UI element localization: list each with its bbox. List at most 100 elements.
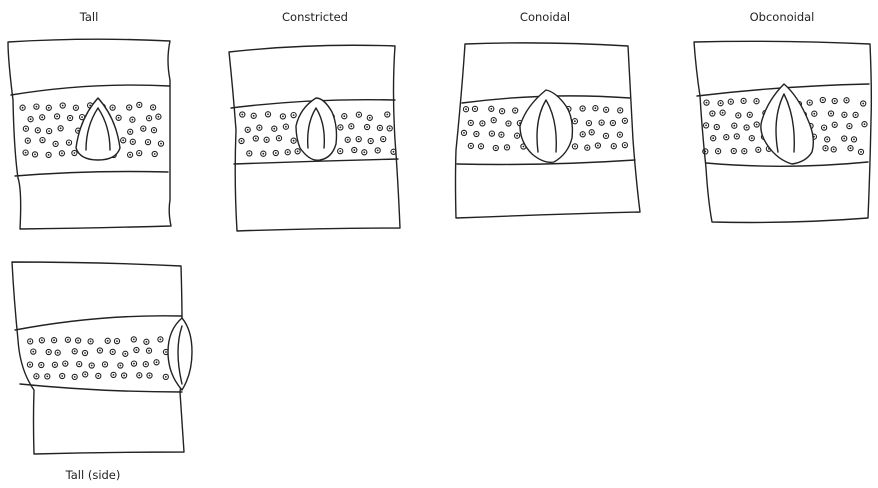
panel-obconoidal-dots-center-22 bbox=[830, 113, 832, 115]
panel-conoidal-dots-center-3 bbox=[501, 110, 503, 112]
label-tall: Tall bbox=[80, 12, 99, 24]
panel-tall-dots-center-1 bbox=[36, 106, 38, 108]
panel-constricted-dots-center-36 bbox=[248, 153, 250, 155]
panel-tall-side-dots-center-43 bbox=[165, 376, 167, 378]
panel-constricted-dots-center-27 bbox=[278, 137, 280, 139]
panel-tall-dots-center-24 bbox=[48, 130, 50, 132]
panel-constricted-dots-center-11 bbox=[386, 114, 388, 116]
panel-constricted-dots-center-39 bbox=[287, 151, 289, 153]
panel-conoidal bbox=[456, 43, 641, 218]
panel-constricted-dots-center-21 bbox=[366, 126, 368, 128]
panel-obconoidal-dots-center-52 bbox=[733, 150, 735, 152]
panel-tall-dots-center-41 bbox=[132, 141, 134, 143]
panel-tall-dots-center-22 bbox=[25, 128, 27, 130]
panel-tall-side-dots-center-34 bbox=[46, 376, 48, 378]
panel-obconoidal-dots-center-15 bbox=[737, 115, 739, 117]
panel-tall-side-dots-center-26 bbox=[78, 363, 80, 365]
panel-conoidal-dots-center-12 bbox=[619, 110, 621, 112]
panel-obconoidal-dots-center-62 bbox=[860, 151, 862, 153]
panel-obconoidal-dots-center-9 bbox=[822, 99, 824, 101]
panel-constricted-dots-center-10 bbox=[369, 117, 371, 119]
panel-constricted-dots-center-8 bbox=[343, 115, 345, 117]
panel-obconoidal-dots-center-49 bbox=[853, 139, 855, 141]
panel-tall-dots-center-4 bbox=[75, 107, 77, 109]
panel-obconoidal bbox=[694, 41, 871, 222]
panel-tall-dots-center-18 bbox=[118, 117, 120, 119]
panel-constricted-dots-center-24 bbox=[241, 140, 243, 142]
panel-obconoidal-dots-center-21 bbox=[813, 113, 815, 115]
panel-tall-side-dots-center-4 bbox=[77, 340, 79, 342]
panel-obconoidal-dots-center-12 bbox=[862, 103, 864, 105]
panel-tall-dots-center-35 bbox=[55, 143, 57, 145]
panel-tall-side-dots-center-38 bbox=[97, 375, 99, 377]
panel-tall-side-dots-center-20 bbox=[148, 350, 150, 352]
panel-conoidal-dots-center-38 bbox=[619, 134, 621, 136]
panel-obconoidal-dots-center-53 bbox=[743, 150, 745, 152]
panel-conoidal-dots-center-21 bbox=[574, 120, 576, 122]
panel-tall-dots-center-31 bbox=[142, 128, 144, 130]
panel-obconoidal-dots-center-2 bbox=[730, 101, 732, 103]
panel-conoidal-dots-center-50 bbox=[613, 145, 615, 147]
panel-conoidal-dots-center-36 bbox=[591, 131, 593, 133]
label-obconoidal: Obconoidal bbox=[750, 12, 815, 24]
panel-conoidal-dots-center-26 bbox=[463, 132, 465, 134]
panel-tall bbox=[8, 39, 171, 229]
panel-tall-side-dots-center-14 bbox=[74, 350, 76, 352]
panel-conoidal-dots-center-14 bbox=[482, 123, 484, 125]
panel-tall-dots-center-25 bbox=[60, 127, 62, 129]
panel-tall-dots-center-52 bbox=[129, 154, 131, 156]
panel-conoidal-dots-center-22 bbox=[588, 122, 590, 124]
panel-tall-side-dots-center-5 bbox=[90, 341, 92, 343]
panel-constricted-dots-center-38 bbox=[275, 152, 277, 154]
panel-tall-dots-center-44 bbox=[25, 152, 27, 154]
panel-obconoidal-dots-center-16 bbox=[749, 114, 751, 116]
label-conoidal: Conoidal bbox=[520, 12, 570, 24]
panel-tall-dots-center-14 bbox=[69, 117, 71, 119]
panel-constricted-dots-center-46 bbox=[377, 150, 379, 152]
panel-obconoidal-dots-center-41 bbox=[751, 137, 753, 139]
panel-tall-side-dots-center-29 bbox=[120, 365, 122, 367]
panel-conoidal-dots-center-15 bbox=[493, 119, 495, 121]
panel-obconoidal-dots-center-48 bbox=[843, 138, 845, 140]
panel-conoidal-dots-center-24 bbox=[612, 122, 614, 124]
panel-tall-dots-center-53 bbox=[138, 152, 140, 154]
panel-tall-dots-center-34 bbox=[42, 139, 44, 141]
panel-obconoidal-dots-center-39 bbox=[725, 136, 727, 138]
panel-obconoidal-dots-center-4 bbox=[756, 100, 758, 102]
panel-tall-side-dots-center-13 bbox=[57, 352, 59, 354]
panel-conoidal-dots-center-47 bbox=[574, 146, 576, 148]
panel-obconoidal-dots-center-11 bbox=[846, 99, 848, 101]
panel-obconoidal-dots-center-8 bbox=[809, 102, 811, 104]
panel-constricted-dots-center-45 bbox=[363, 151, 365, 153]
panel-tall-dots-center-48 bbox=[74, 152, 76, 154]
panel-constricted-dots-center-33 bbox=[358, 138, 360, 140]
panel-tall-side-dots-center-0 bbox=[29, 341, 31, 343]
panel-constricted-dots-center-15 bbox=[285, 126, 287, 128]
panel-tall-side-dots-center-10 bbox=[160, 339, 162, 341]
panel-conoidal-dots-center-48 bbox=[586, 147, 588, 149]
panel-constricted-dots-center-26 bbox=[266, 139, 268, 141]
panel-tall-side-dots-center-25 bbox=[64, 363, 66, 365]
panel-tall-dots-center-8 bbox=[128, 107, 130, 109]
panel-tall-side-dots-center-11 bbox=[32, 351, 34, 353]
panel-conoidal-dots-center-25 bbox=[624, 120, 626, 122]
panel-tall-dots-center-10 bbox=[152, 107, 154, 109]
panel-conoidal-dots-center-4 bbox=[514, 110, 516, 112]
panel-tall-side-dots-center-40 bbox=[123, 375, 125, 377]
panel-obconoidal-dots-center-47 bbox=[826, 139, 828, 141]
panel-conoidal-dots-center-10 bbox=[595, 107, 597, 109]
panel-obconoidal-dots-center-10 bbox=[834, 100, 836, 102]
panel-constricted-dots-center-37 bbox=[262, 153, 264, 155]
panel-obconoidal-dots-center-36 bbox=[849, 125, 851, 127]
panel-constricted-dots-center-32 bbox=[347, 139, 349, 141]
panel-tall-dots-center-13 bbox=[56, 116, 58, 118]
panel-constricted-dots-center-0 bbox=[241, 114, 243, 116]
panel-constricted-dots-center-20 bbox=[350, 125, 352, 127]
panel-tall-side-dots-center-15 bbox=[84, 352, 86, 354]
panel-conoidal-dots-center-39 bbox=[470, 145, 472, 147]
panel-obconoidal-dots-center-13 bbox=[712, 113, 714, 115]
panel-obconoidal-dots-center-37 bbox=[864, 123, 866, 125]
panel-constricted-dots-center-12 bbox=[247, 129, 249, 131]
panel-tall-dots-center-11 bbox=[30, 118, 32, 120]
